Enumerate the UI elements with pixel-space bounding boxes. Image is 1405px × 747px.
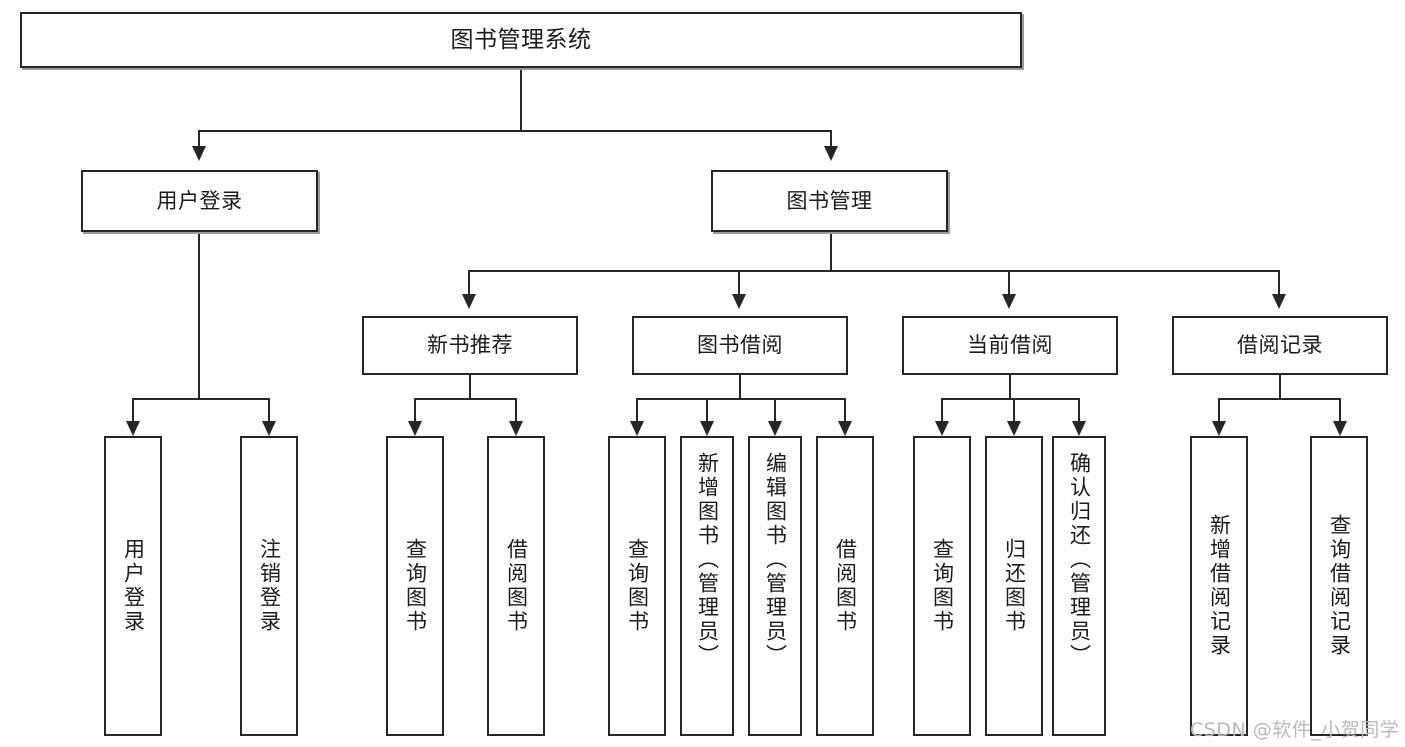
node-book-management[interactable]: 图书管理: [711, 170, 948, 232]
node-label: 查询借阅记录: [1327, 514, 1352, 658]
node-leaf-borrow-book-1[interactable]: 借阅图书: [487, 436, 545, 736]
connector-bm-to-borrow-record: [1278, 270, 1280, 294]
arrowhead-new-book-recommend: [462, 294, 476, 309]
connector-br-l2: [1339, 398, 1341, 421]
node-leaf-borrow-book-2[interactable]: 借阅图书: [816, 436, 874, 736]
node-label: 注销登录: [257, 538, 282, 634]
node-leaf-query-book-2[interactable]: 查询图书: [608, 436, 666, 736]
arrowhead-leaf-add-borrow-record: [1212, 421, 1226, 436]
arrowhead-book-borrow: [732, 294, 746, 309]
arrowhead-current-borrow: [1002, 294, 1016, 309]
connector-bm-to-book-borrow: [738, 270, 740, 294]
node-label: 新增借阅记录: [1207, 514, 1232, 658]
connector-br-l1: [1218, 398, 1220, 421]
arrowhead-leaf-edit-book-admin: [768, 421, 782, 436]
connector-borrow-record-bar: [1218, 398, 1339, 400]
arrowhead-leaf-logout: [262, 421, 276, 436]
connector-book-management-stem: [830, 232, 832, 270]
connector-bm-to-current-borrow: [1008, 270, 1010, 294]
arrowhead-leaf-user-login: [126, 421, 140, 436]
arrowhead-leaf-query-borrow-record: [1333, 421, 1347, 436]
connector-user-login-bar: [132, 398, 268, 400]
connector-cb-l1: [941, 398, 943, 421]
node-label: 新增图书（管理员）: [695, 452, 720, 668]
connector-bm-to-new-book: [468, 270, 470, 294]
connector-root-to-book-management: [830, 130, 832, 146]
node-leaf-return-book[interactable]: 归还图书: [985, 436, 1043, 736]
connector-book-borrow-bar: [636, 398, 845, 400]
node-label: 当前借阅: [967, 333, 1053, 358]
csdn-watermark: CSDN @软件_小贺同学: [1190, 719, 1400, 741]
node-leaf-confirm-return-admin[interactable]: 确认归还（管理员）: [1052, 436, 1106, 736]
node-label: 借阅图书: [833, 538, 858, 634]
connector-user-login-stem: [198, 232, 200, 398]
node-leaf-query-book-1[interactable]: 查询图书: [386, 436, 444, 736]
connector-cb-l3: [1078, 398, 1080, 421]
arrowhead-leaf-return-book: [1007, 421, 1021, 436]
connector-root-bar: [198, 130, 832, 132]
arrowhead-leaf-borrow-book-1: [509, 421, 523, 436]
node-leaf-edit-book-admin[interactable]: 编辑图书（管理员）: [748, 436, 802, 736]
arrowhead-leaf-confirm-return-admin: [1072, 421, 1086, 436]
arrowhead-leaf-query-book-3: [935, 421, 949, 436]
arrowhead-leaf-query-book-2: [630, 421, 644, 436]
node-label: 用户登录: [156, 188, 243, 213]
connector-root-stem: [520, 68, 522, 130]
connector-book-management-bar: [468, 270, 1280, 272]
node-new-book-recommend[interactable]: 新书推荐: [362, 316, 578, 375]
arrowhead-user-login: [192, 146, 206, 161]
connector-borrow-record-stem: [1279, 375, 1281, 398]
node-label: 图书管理系统: [450, 26, 592, 53]
connector-new-book-bar: [414, 398, 515, 400]
node-label: 借阅记录: [1237, 333, 1323, 358]
connector-cb-l2: [1013, 398, 1015, 421]
connector-new-book-stem: [469, 375, 471, 398]
connector-bb-l3: [774, 398, 776, 421]
node-label: 用户登录: [121, 538, 146, 634]
node-label: 新书推荐: [427, 333, 513, 358]
node-borrow-record[interactable]: 借阅记录: [1172, 316, 1388, 375]
node-leaf-user-login[interactable]: 用户登录: [104, 436, 162, 736]
node-label: 编辑图书（管理员）: [763, 452, 788, 668]
connector-bb-l1: [636, 398, 638, 421]
node-label: 查询图书: [625, 538, 650, 634]
connector-bb-l4: [844, 398, 846, 421]
connector-user-login-l2: [268, 398, 270, 421]
node-label: 确认归还（管理员）: [1067, 452, 1092, 668]
node-book-borrow[interactable]: 图书借阅: [632, 316, 848, 375]
node-label: 查询图书: [930, 538, 955, 634]
connector-root-to-user-login: [198, 130, 200, 146]
node-label: 查询图书: [403, 538, 428, 634]
connector-nb-l1: [414, 398, 416, 421]
connector-current-borrow-bar: [941, 398, 1078, 400]
node-current-borrow[interactable]: 当前借阅: [902, 316, 1118, 375]
connector-user-login-l1: [132, 398, 134, 421]
connector-book-borrow-stem: [739, 375, 741, 398]
node-label: 借阅图书: [504, 538, 529, 634]
arrowhead-leaf-query-book-1: [408, 421, 422, 436]
connector-bb-l2: [706, 398, 708, 421]
arrowhead-book-management: [824, 146, 838, 161]
arrowhead-leaf-add-book-admin: [700, 421, 714, 436]
node-user-login[interactable]: 用户登录: [81, 170, 318, 232]
node-label: 图书借阅: [697, 333, 783, 358]
node-leaf-add-borrow-record[interactable]: 新增借阅记录: [1190, 436, 1248, 736]
node-root-book-management-system[interactable]: 图书管理系统: [20, 12, 1022, 68]
node-leaf-query-book-3[interactable]: 查询图书: [913, 436, 971, 736]
connector-nb-l2: [515, 398, 517, 421]
arrowhead-borrow-record: [1272, 294, 1286, 309]
node-label: 图书管理: [786, 188, 873, 213]
node-leaf-logout[interactable]: 注销登录: [240, 436, 298, 736]
connector-current-borrow-stem: [1009, 375, 1011, 398]
arrowhead-leaf-borrow-book-2: [838, 421, 852, 436]
node-label: 归还图书: [1002, 538, 1027, 634]
node-leaf-query-borrow-record[interactable]: 查询借阅记录: [1310, 436, 1368, 736]
node-leaf-add-book-admin[interactable]: 新增图书（管理员）: [680, 436, 734, 736]
